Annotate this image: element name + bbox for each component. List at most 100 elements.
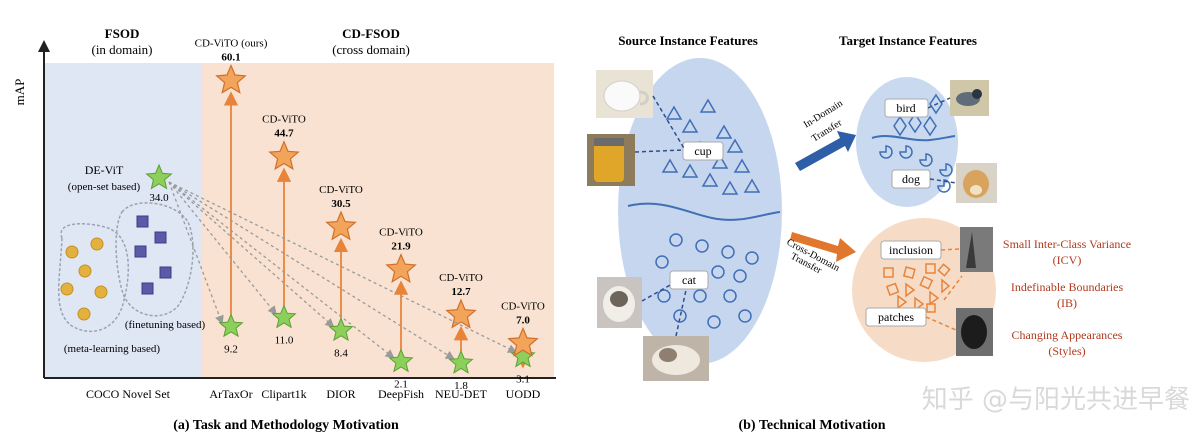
cdfsod-background [202,63,554,377]
meta-learning-label: (meta-learning based) [64,343,161,355]
cat-image-2 [643,336,709,381]
source-feature-ellipse [618,58,782,364]
dataset-label-dior: DIOR [326,387,355,401]
fsod-subtitle: (in domain) [91,42,152,57]
cross-domain-arrow [790,232,856,262]
watermark: 知乎 @与阳光共进早餐 [922,385,1190,415]
inclusion-label: inclusion [889,243,933,257]
cup-feature-points [661,98,761,195]
source-features-title: Source Instance Features [618,33,758,48]
cdvito-label-artaxor: CD-ViTO (ours) [195,38,268,50]
cdvito-value-neu-det: 12.7 [451,286,471,298]
triangle-point [721,180,739,195]
target-features-title: Target Instance Features [839,33,977,48]
y-axis-arrowhead [38,40,50,52]
circle-point [745,251,759,265]
meta-learning-points [60,237,108,321]
baseline-value-clipart1k: 11.0 [275,335,294,347]
triangle-point [733,158,751,173]
baseline-star-artaxor [218,313,244,338]
transfer-arrow-clipart1k [168,181,277,316]
baseline-star-clipart1k [271,304,297,329]
baseline-star-dior [328,317,354,342]
cdvito-value-uodd: 7.0 [516,314,530,326]
circle-point [721,245,735,259]
baseline-value-artaxor: 9.2 [224,343,238,355]
dataset-label-uodd: UODD [506,387,541,401]
cat-image-1 [597,277,642,328]
finetuning-points [134,215,172,295]
circle-point [738,309,752,323]
transfer-arrow-neu-det [168,181,455,360]
cup-label: cup [694,144,711,158]
transfer-arrow-artaxor [168,181,224,325]
ib-label-2: (IB) [1057,296,1077,310]
circle-point [669,233,683,247]
cat-label-box [669,270,709,290]
cup-image [596,70,653,118]
y-axis-label: mAP [12,79,27,106]
icv-label-1: Small Inter-Class Variance [1003,237,1131,251]
cdfsod-subtitle: (cross domain) [332,42,410,57]
panel-b-caption: (b) Technical Motivation [738,418,885,433]
triangle-point [681,163,699,178]
dog-label: dog [902,172,920,186]
circle-point [693,289,707,303]
cup-label-box [682,141,724,161]
styles-label-2: (Styles) [1048,344,1085,358]
circle-point [673,309,687,323]
baseline-value-neu-det: 1.8 [454,380,468,392]
patches-label: patches [878,310,914,324]
baseline-value-uodd: 3.1 [516,374,530,386]
panel-b: Source Instance Features Target Instance… [587,33,1131,433]
finetuning-cluster [115,202,194,317]
target-image-connectors [927,97,957,184]
fsod-title: FSOD [105,26,140,41]
finetuning-label: (finetuning based) [125,319,206,331]
in-domain-boundary [871,135,956,142]
triangle-point [711,154,729,169]
circle-point [711,265,725,279]
circle-point [723,289,737,303]
cdvito-value-deepfish: 21.9 [391,241,411,253]
cdvito-value-artaxor: 60.1 [221,52,240,64]
cdvito-star-uodd [507,326,539,357]
icv-label-2: (ICV) [1053,253,1082,267]
circle-point [707,315,721,329]
dataset-label-deepfish: DeepFish [378,387,424,401]
bird-image [950,80,989,116]
jar-image [587,134,635,186]
dataset-label-coco-novel-set: COCO Novel Set [86,387,171,401]
cdvito-star-dior [325,210,357,241]
cross-image-connectors [925,248,963,331]
styles-label-1: Changing Appearances [1012,328,1123,342]
gray-texture-image-2 [956,308,993,356]
devit-sublabel: (open-set based) [68,181,141,193]
circle-point [695,239,709,253]
cdvito-label-clipart1k: CD-ViTO [262,114,306,126]
devit-value: 34.0 [149,192,169,204]
triangle-point [715,124,733,139]
cdvito-value-dior: 30.5 [331,198,351,210]
cdvito-label-neu-det: CD-ViTO [439,272,483,284]
dog-image [956,163,997,203]
baseline-value-deepfish: 2.1 [394,379,408,391]
dataset-label-clipart1k: Clipart1k [261,387,306,401]
baseline-star-deepfish [388,348,414,373]
source-boundary-curve [627,202,781,221]
cross-domain-feature-points [883,263,951,313]
circle-point [657,289,671,303]
cat-feature-points [655,233,759,329]
triangle-point [661,158,679,173]
circle-point [733,269,747,283]
cdvito-label-dior: CD-ViTO [319,184,363,196]
circle-point [655,255,669,269]
cdvito-star-artaxor [215,63,247,94]
transfer-arrow-deepfish [168,181,395,359]
bird-label: bird [896,101,915,115]
in-domain-target-ellipse [856,77,958,207]
in-domain-arrow [795,131,856,171]
cdfsod-title: CD-FSOD [342,26,400,41]
